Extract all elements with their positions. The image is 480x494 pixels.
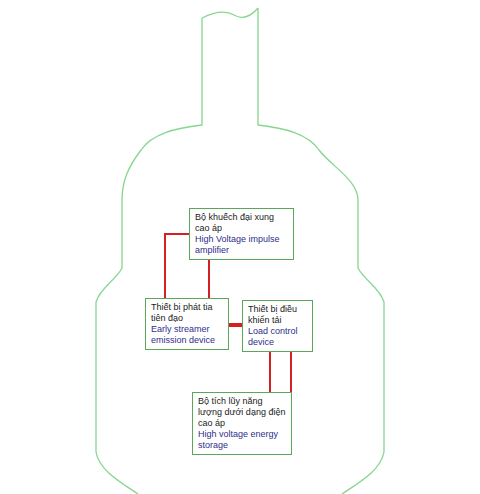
vietnamese-label: Thiết bị điều khiển tải bbox=[248, 304, 307, 326]
english-label: Load control device bbox=[248, 326, 307, 348]
english-label: Early streamer emission device bbox=[151, 324, 223, 346]
process-box: Bộ khuếch đại xung cao ápHigh Voltage im… bbox=[189, 208, 294, 260]
housing-outline bbox=[96, 18, 202, 494]
process-box: Thiết bị phát tia tiên đạoEarly streamer… bbox=[145, 298, 229, 350]
process-box: Thiết bị điều khiển tảiLoad control devi… bbox=[242, 300, 313, 352]
vietnamese-label: Thiết bị phát tia tiên đạo bbox=[151, 302, 223, 324]
vietnamese-label: Bộ khuếch đại xung cao áp bbox=[195, 212, 288, 234]
process-box: Bộ tích lũy năng lượng dưới dạng điện ca… bbox=[192, 392, 292, 455]
connector-line bbox=[165, 234, 189, 298]
english-label: High voltage energy storage bbox=[198, 429, 286, 451]
vietnamese-label: Bộ tích lũy năng lượng dưới dạng điện ca… bbox=[198, 396, 286, 429]
rod-top bbox=[202, 8, 258, 18]
english-label: High Voltage impulse amplifier bbox=[195, 234, 288, 256]
